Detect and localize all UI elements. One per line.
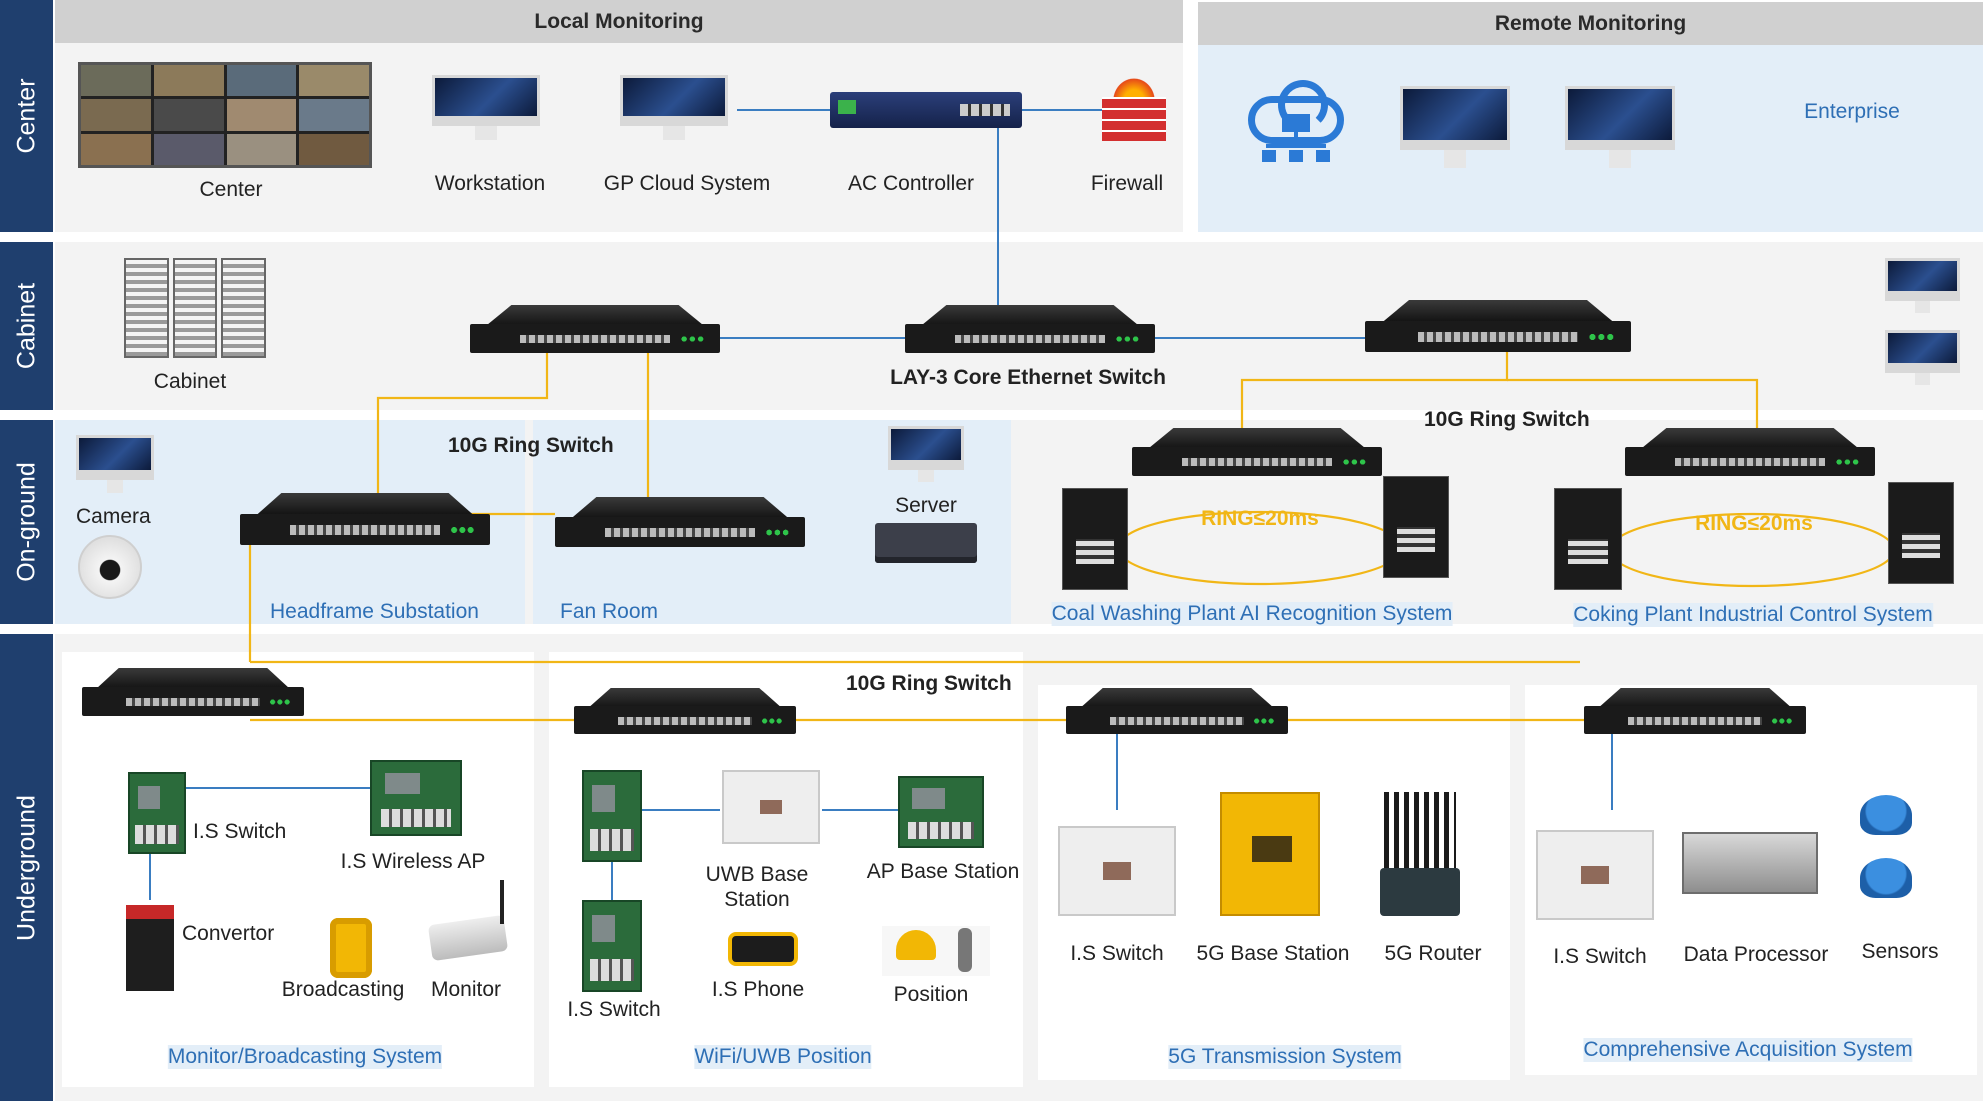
tier-onground: On-ground <box>0 420 53 624</box>
label-monitor: Monitor <box>430 978 502 1001</box>
din-switch-coal-left <box>1062 488 1128 590</box>
label-is-switch-3: I.S Switch <box>1070 942 1164 965</box>
sensor-icon-2 <box>1860 858 1912 898</box>
camera-monitor <box>76 435 154 493</box>
ac-controller-device <box>830 92 1022 128</box>
ring-switch-coal <box>1132 428 1382 476</box>
ring-switch-fan-room <box>555 497 805 547</box>
label-is-phone: I.S Phone <box>711 978 805 1001</box>
position-helmet-icon <box>882 926 990 976</box>
header-local-monitoring: Local Monitoring <box>55 0 1183 43</box>
label-headframe: Headframe Substation <box>270 600 479 624</box>
core-switch-left <box>470 305 720 353</box>
label-cabinet: Cabinet <box>153 370 227 393</box>
ap-base-station-board <box>898 776 984 848</box>
ring-switch-coking <box>1625 428 1875 476</box>
panel-monitor-system <box>62 652 534 1087</box>
label-sensors: Sensors <box>1861 940 1939 963</box>
workstation-monitor <box>432 75 540 140</box>
5g-base-station-device <box>1220 792 1320 916</box>
header-remote-monitoring: Remote Monitoring <box>1198 2 1983 45</box>
label-firewall: Firewall <box>1090 172 1164 195</box>
cabinet-monitor-2 <box>1885 330 1960 385</box>
gp-cloud-monitor <box>620 75 728 140</box>
monitor-camera-antenna <box>500 880 504 924</box>
label-ring-switch-right: 10G Ring Switch <box>1424 408 1590 431</box>
label-position: Position <box>893 983 969 1006</box>
core-switch-right <box>1365 300 1631 352</box>
server-rack-icon <box>875 523 977 563</box>
din-switch-coking-right <box>1888 482 1954 584</box>
server-monitor <box>888 426 964 482</box>
label-center: Center <box>199 178 263 201</box>
label-camera: Camera <box>76 505 151 528</box>
label-uwb-base: UWB Base Station <box>705 863 809 911</box>
core-switch-center <box>905 305 1155 353</box>
ug-switch-wifi <box>574 688 796 734</box>
label-server: Server <box>895 494 957 517</box>
label-ac-controller: AC Controller <box>847 172 975 195</box>
broadcasting-device <box>330 918 372 978</box>
video-wall <box>78 62 372 168</box>
label-core-switch: LAY-3 Core Ethernet Switch <box>890 366 1166 389</box>
label-ring-switch-underground: 10G Ring Switch <box>846 672 1012 695</box>
ring-switch-headframe <box>240 493 490 545</box>
label-data-processor: Data Processor <box>1683 943 1829 966</box>
ug-switch-5g <box>1066 688 1288 734</box>
label-wireless-ap: I.S Wireless AP <box>340 850 486 873</box>
label-ring-coking: RING≤20ms <box>1695 512 1813 535</box>
label-wifi-system: WiFi/UWB Position <box>694 1045 872 1069</box>
label-ap-base: AP Base Station <box>866 860 1020 883</box>
is-switch-enclosure-3 <box>1058 826 1176 916</box>
label-broadcasting: Broadcasting <box>281 978 405 1001</box>
label-coal-system: Coal Washing Plant AI Recognition System <box>1051 602 1453 626</box>
wireless-ap-board <box>370 760 462 836</box>
remote-monitor-2 <box>1565 86 1675 168</box>
label-ring-switch-left: 10G Ring Switch <box>448 434 614 457</box>
tier-underground: Underground <box>0 634 53 1101</box>
remote-monitor-1 <box>1400 86 1510 168</box>
label-convertor: Convertor <box>182 922 275 945</box>
is-switch-enclosure-4 <box>1536 830 1654 920</box>
din-switch-coal-right <box>1383 476 1449 578</box>
din-switch-coking-left <box>1554 488 1622 590</box>
label-coking-system: Coking Plant Industrial Control System <box>1573 603 1933 627</box>
label-is-switch-1: I.S Switch <box>193 820 287 843</box>
is-switch-board-2a <box>582 770 642 862</box>
is-switch-board-1 <box>128 772 186 854</box>
uwb-base-station-device <box>722 770 820 844</box>
label-5g-base: 5G Base Station <box>1196 942 1350 965</box>
is-phone-device <box>728 932 798 966</box>
label-is-switch-4: I.S Switch <box>1553 945 1647 968</box>
server-cabinet <box>124 258 267 358</box>
label-monitor-system: Monitor/Broadcasting System <box>167 1045 443 1069</box>
label-5g-router: 5G Router <box>1384 942 1482 965</box>
is-switch-board-2b <box>582 900 642 992</box>
convertor-device <box>126 905 174 991</box>
ug-switch-acquisition <box>1584 688 1806 734</box>
5g-router-device <box>1380 792 1460 916</box>
label-acquisition-system: Comprehensive Acquisition System <box>1583 1038 1913 1062</box>
data-processor-device <box>1682 832 1818 894</box>
label-workstation: Workstation <box>434 172 546 195</box>
ug-switch-monitor <box>82 668 304 716</box>
sensor-icon-1 <box>1860 795 1912 835</box>
label-enterprise: Enterprise <box>1804 100 1900 124</box>
label-ring-coal: RING≤20ms <box>1201 507 1319 530</box>
cabinet-monitor-1 <box>1885 258 1960 313</box>
tier-cabinet: Cabinet <box>0 242 53 410</box>
label-fan-room: Fan Room <box>560 600 659 624</box>
tier-center: Center <box>0 0 53 232</box>
label-gp-cloud: GP Cloud System <box>603 172 771 195</box>
firewall-icon <box>1102 75 1166 141</box>
label-is-switch-2: I.S Switch <box>567 998 661 1021</box>
dome-camera-icon <box>78 535 142 599</box>
label-5g-system: 5G Transmission System <box>1168 1045 1402 1069</box>
cloud-network-icon <box>1240 78 1352 168</box>
